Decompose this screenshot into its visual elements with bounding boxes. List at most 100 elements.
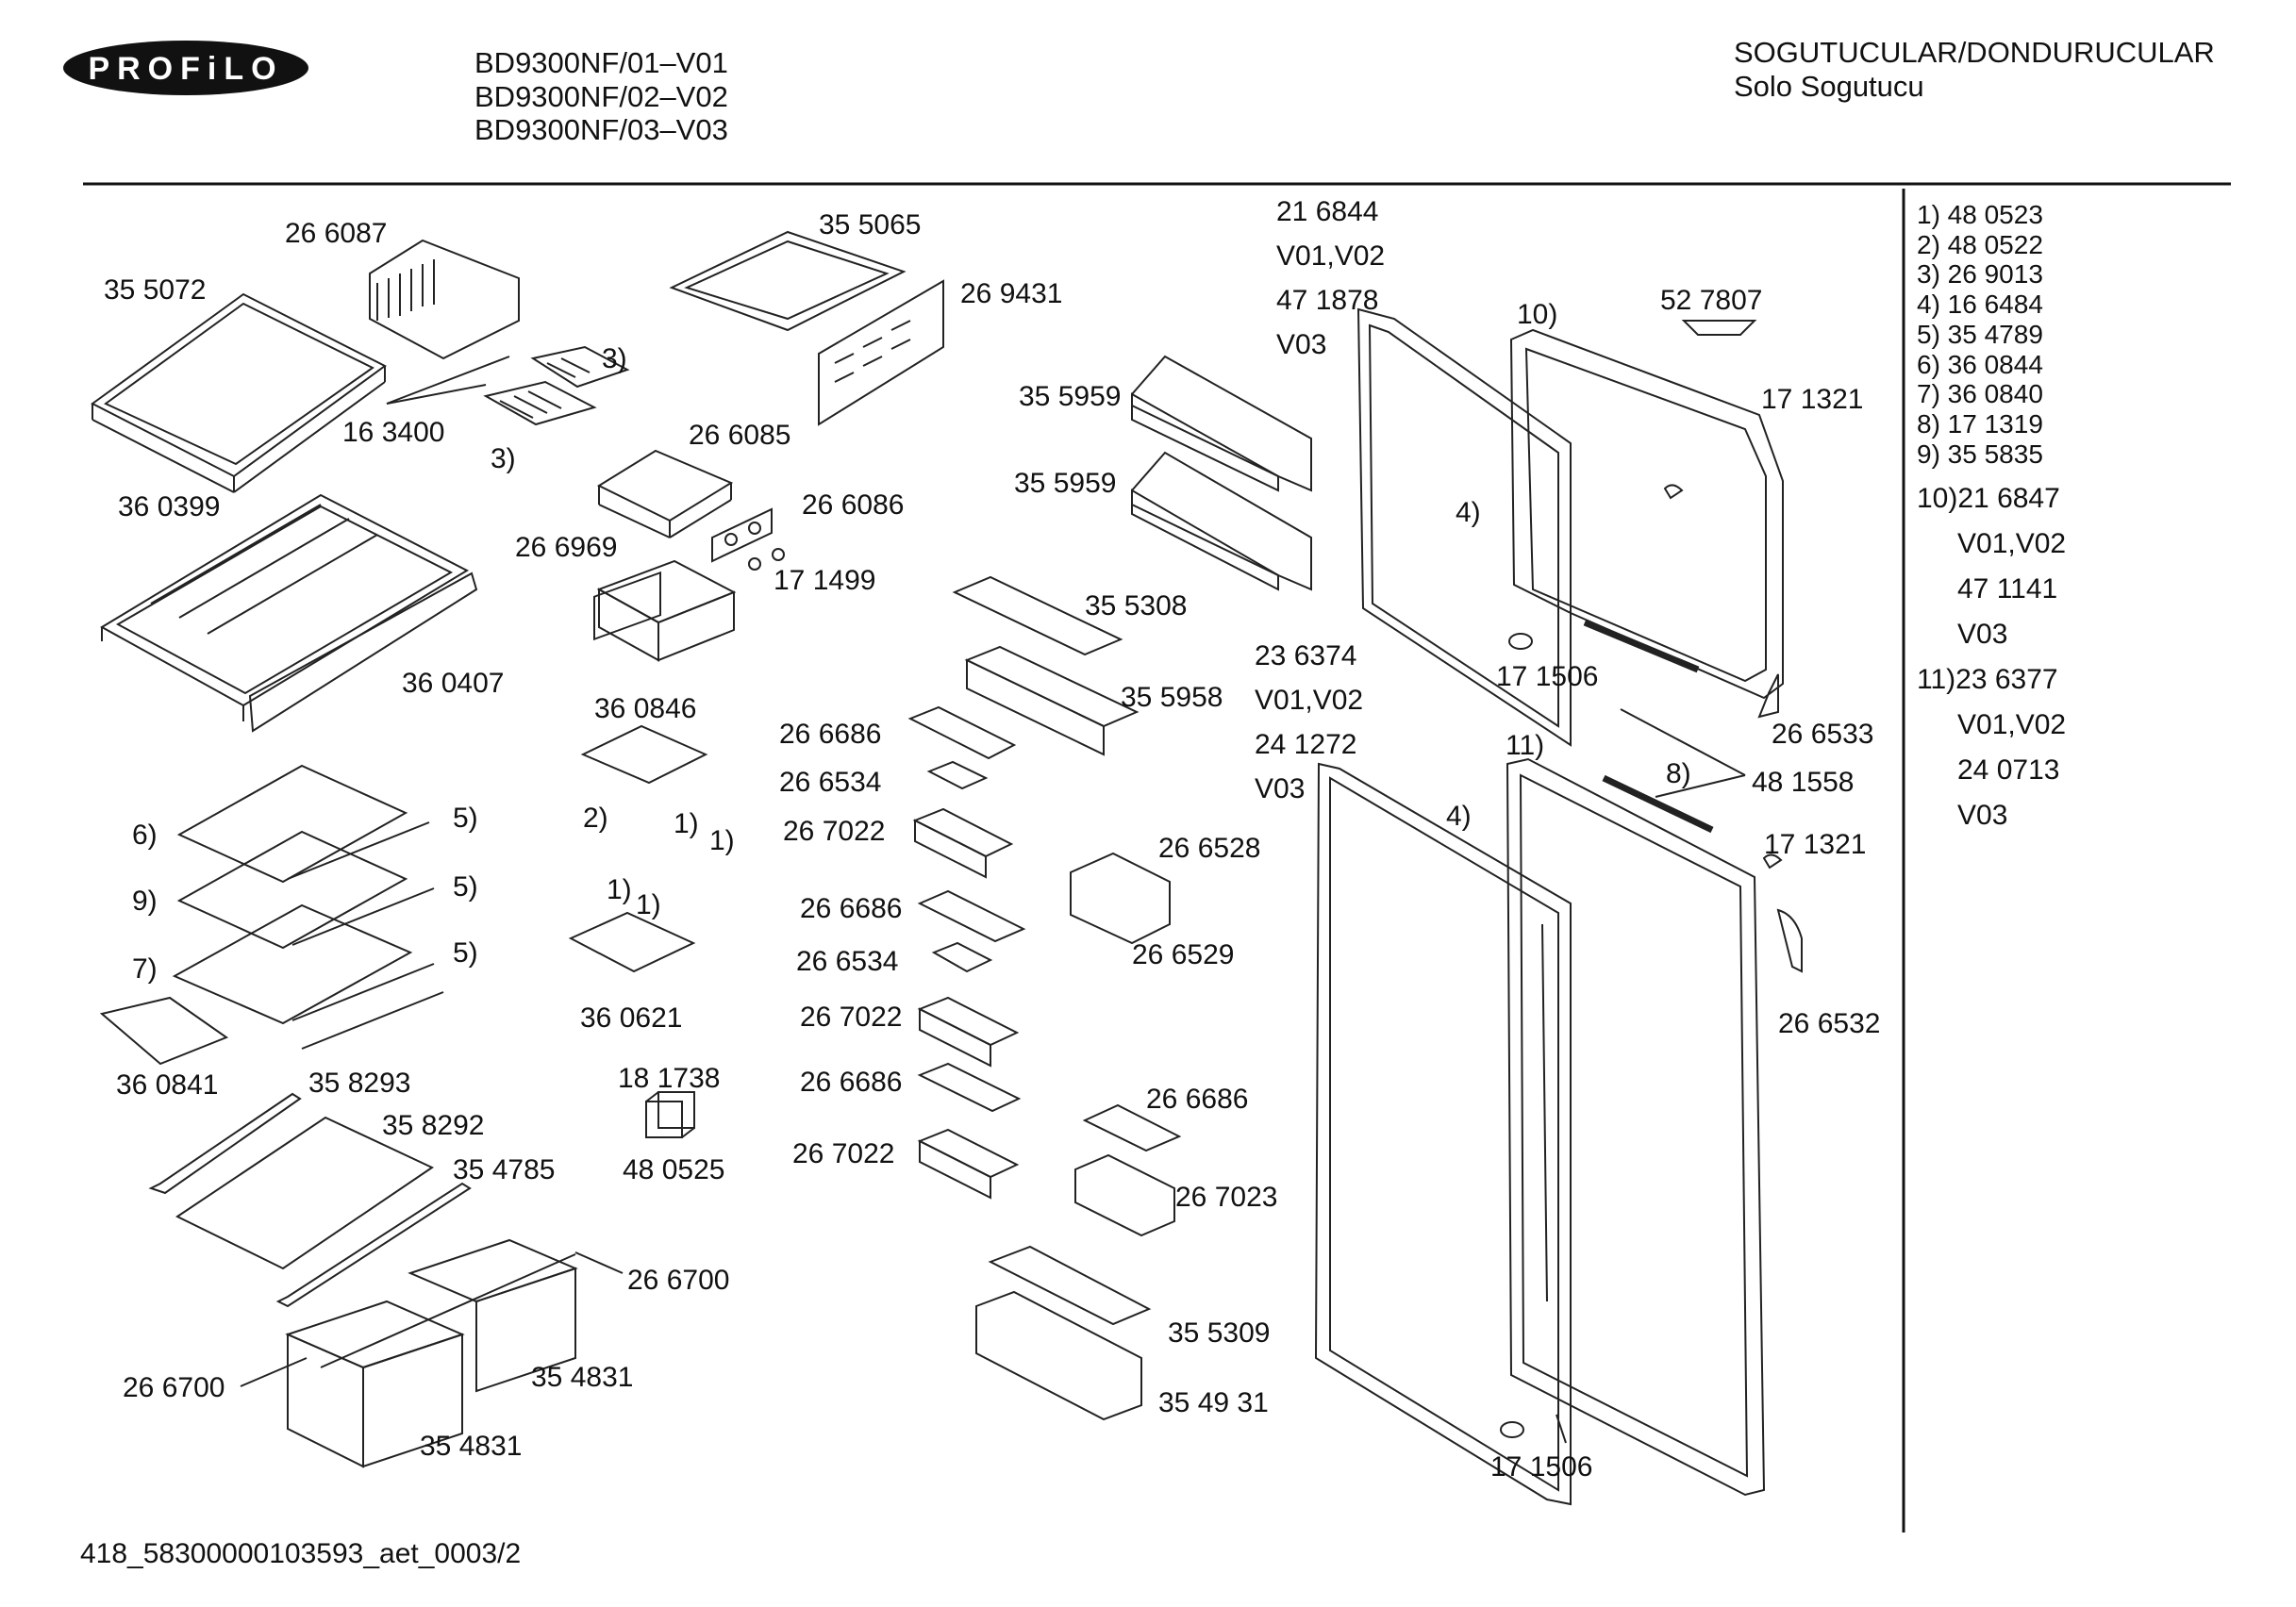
part-label: 21 6844 xyxy=(1276,196,1379,227)
part-label: 26 6686 xyxy=(800,1067,903,1098)
door-bins-sketch xyxy=(907,575,1152,1421)
part-label: 35 5309 xyxy=(1168,1317,1271,1349)
document-code: 418_58300000103593_aet_0003/2 xyxy=(80,1538,522,1569)
part-label: 1) xyxy=(607,874,632,905)
legend-item: 7) 36 0840 xyxy=(1917,379,2043,409)
part-label: 36 0399 xyxy=(118,491,221,522)
part-label: 26 9431 xyxy=(960,278,1063,309)
small-tray-sketch xyxy=(596,449,734,538)
part-label: 3) xyxy=(491,443,516,474)
part-label: 4) xyxy=(1446,801,1472,832)
part-label: 26 6533 xyxy=(1772,719,1874,750)
part-label: 35 4831 xyxy=(531,1362,634,1393)
legend-item: 5) 35 4789 xyxy=(1917,319,2043,349)
part-label: 36 0841 xyxy=(116,1069,219,1101)
legend-item: 47 1141 xyxy=(1957,573,2058,605)
model-number-1: BD9300NF/01–V01 xyxy=(474,46,728,79)
glass-shelf-sketch xyxy=(91,292,387,493)
legend-item: 2) 48 0522 xyxy=(1917,229,2043,259)
back-panel-sketch xyxy=(818,279,944,426)
part-label: 47 1878 xyxy=(1276,285,1379,316)
part-label: 35 5959 xyxy=(1019,381,1122,412)
legend-item: 8) 17 1319 xyxy=(1917,408,2043,439)
part-label: 26 6087 xyxy=(285,218,388,249)
part-label: 2) xyxy=(583,803,608,834)
door-hinges-sketch xyxy=(1500,320,1803,1444)
part-label: 35 8293 xyxy=(308,1068,411,1099)
part-label: 26 6534 xyxy=(796,946,899,977)
part-label: 3) xyxy=(602,343,627,374)
category-title: SOGUTUCULAR/DONDURUCULAR xyxy=(1734,36,2215,69)
legend-item: 1) 48 0523 xyxy=(1917,200,2043,229)
part-label: 48 0525 xyxy=(623,1154,725,1185)
part-label: 26 6686 xyxy=(779,719,882,750)
part-label: 26 6686 xyxy=(800,893,903,924)
part-label: 26 6532 xyxy=(1778,1008,1881,1039)
part-label: 26 7022 xyxy=(792,1138,895,1169)
part-label: 26 6969 xyxy=(515,532,618,563)
profilo-logo: PROFiLO xyxy=(63,41,308,95)
shelf-rail-sketch xyxy=(248,572,478,733)
legend-item: 11)23 6377 xyxy=(1917,664,2058,695)
part-label: 35 4785 xyxy=(453,1154,556,1185)
part-label: 18 1738 xyxy=(618,1063,721,1094)
part-label: 24 1272 xyxy=(1255,729,1357,760)
part-label: 36 0621 xyxy=(580,1002,683,1034)
logo-text: PROFiLO xyxy=(88,51,283,87)
fridge-shelves-sketch xyxy=(99,764,444,1066)
crisper-cover-sketch xyxy=(148,1092,472,1308)
part-label: 26 6086 xyxy=(802,489,905,521)
part-label: 35 5959 xyxy=(1014,468,1117,499)
control-panel-sketch xyxy=(711,507,785,571)
egg-tray-sketch xyxy=(568,571,708,973)
side-bins-sketch xyxy=(1070,852,1182,1237)
legend-item: V03 xyxy=(1957,800,2008,831)
part-label: 36 0846 xyxy=(594,693,697,724)
part-label: 35 8292 xyxy=(382,1110,485,1141)
door-balconies-sketch xyxy=(1131,355,1312,591)
part-label: 26 6700 xyxy=(627,1265,730,1296)
part-label: 26 7022 xyxy=(800,1002,903,1033)
part-label: 6) xyxy=(132,820,158,851)
part-label: 26 6085 xyxy=(689,420,791,451)
part-label: V03 xyxy=(1276,329,1327,360)
cube-part-sketch xyxy=(645,1091,695,1138)
part-label: 8) xyxy=(1666,758,1691,789)
ice-tray-sketch xyxy=(386,345,630,426)
part-label: 26 7023 xyxy=(1175,1182,1278,1213)
part-label: 5) xyxy=(453,803,478,834)
part-label: 26 6700 xyxy=(123,1372,225,1403)
part-label: 26 6528 xyxy=(1158,833,1261,864)
part-label: 17 1506 xyxy=(1496,661,1599,692)
fridge-door-sketch xyxy=(1314,757,1766,1506)
legend-item: V03 xyxy=(1957,619,2008,650)
freezer-door-sketch xyxy=(1356,307,1784,747)
part-label: 17 1506 xyxy=(1490,1451,1593,1483)
part-label: V01,V02 xyxy=(1255,685,1364,716)
model-number-2: BD9300NF/02–V02 xyxy=(474,80,728,113)
part-label: 10) xyxy=(1517,299,1558,330)
legend-item: V01,V02 xyxy=(1957,709,2067,740)
part-label: 9) xyxy=(132,886,158,917)
part-label: 35 5072 xyxy=(104,274,207,306)
legend-item: 3) 26 9013 xyxy=(1917,259,2043,290)
part-label: V01,V02 xyxy=(1276,240,1386,272)
part-label: V03 xyxy=(1255,773,1306,804)
part-label: 23 6374 xyxy=(1255,640,1357,671)
part-label: 36 0407 xyxy=(402,668,505,699)
legend-item: V01,V02 xyxy=(1957,528,2067,559)
legend-item: 9) 35 5835 xyxy=(1917,439,2043,469)
part-label: 16 3400 xyxy=(342,417,445,448)
part-label: 26 6529 xyxy=(1132,939,1235,970)
part-label: 1) xyxy=(636,889,661,920)
part-label: 5) xyxy=(453,937,478,969)
grid-shelf-sketch xyxy=(669,230,907,332)
part-label: 1) xyxy=(674,808,699,839)
legend-item: 10)21 6847 xyxy=(1917,483,2060,514)
part-label: 35 4831 xyxy=(420,1431,523,1462)
evaporator-cover-sketch xyxy=(369,239,520,360)
part-label: 26 6686 xyxy=(1146,1084,1249,1115)
part-label: 52 7807 xyxy=(1660,285,1763,316)
legend-item: 6) 36 0844 xyxy=(1917,349,2043,379)
